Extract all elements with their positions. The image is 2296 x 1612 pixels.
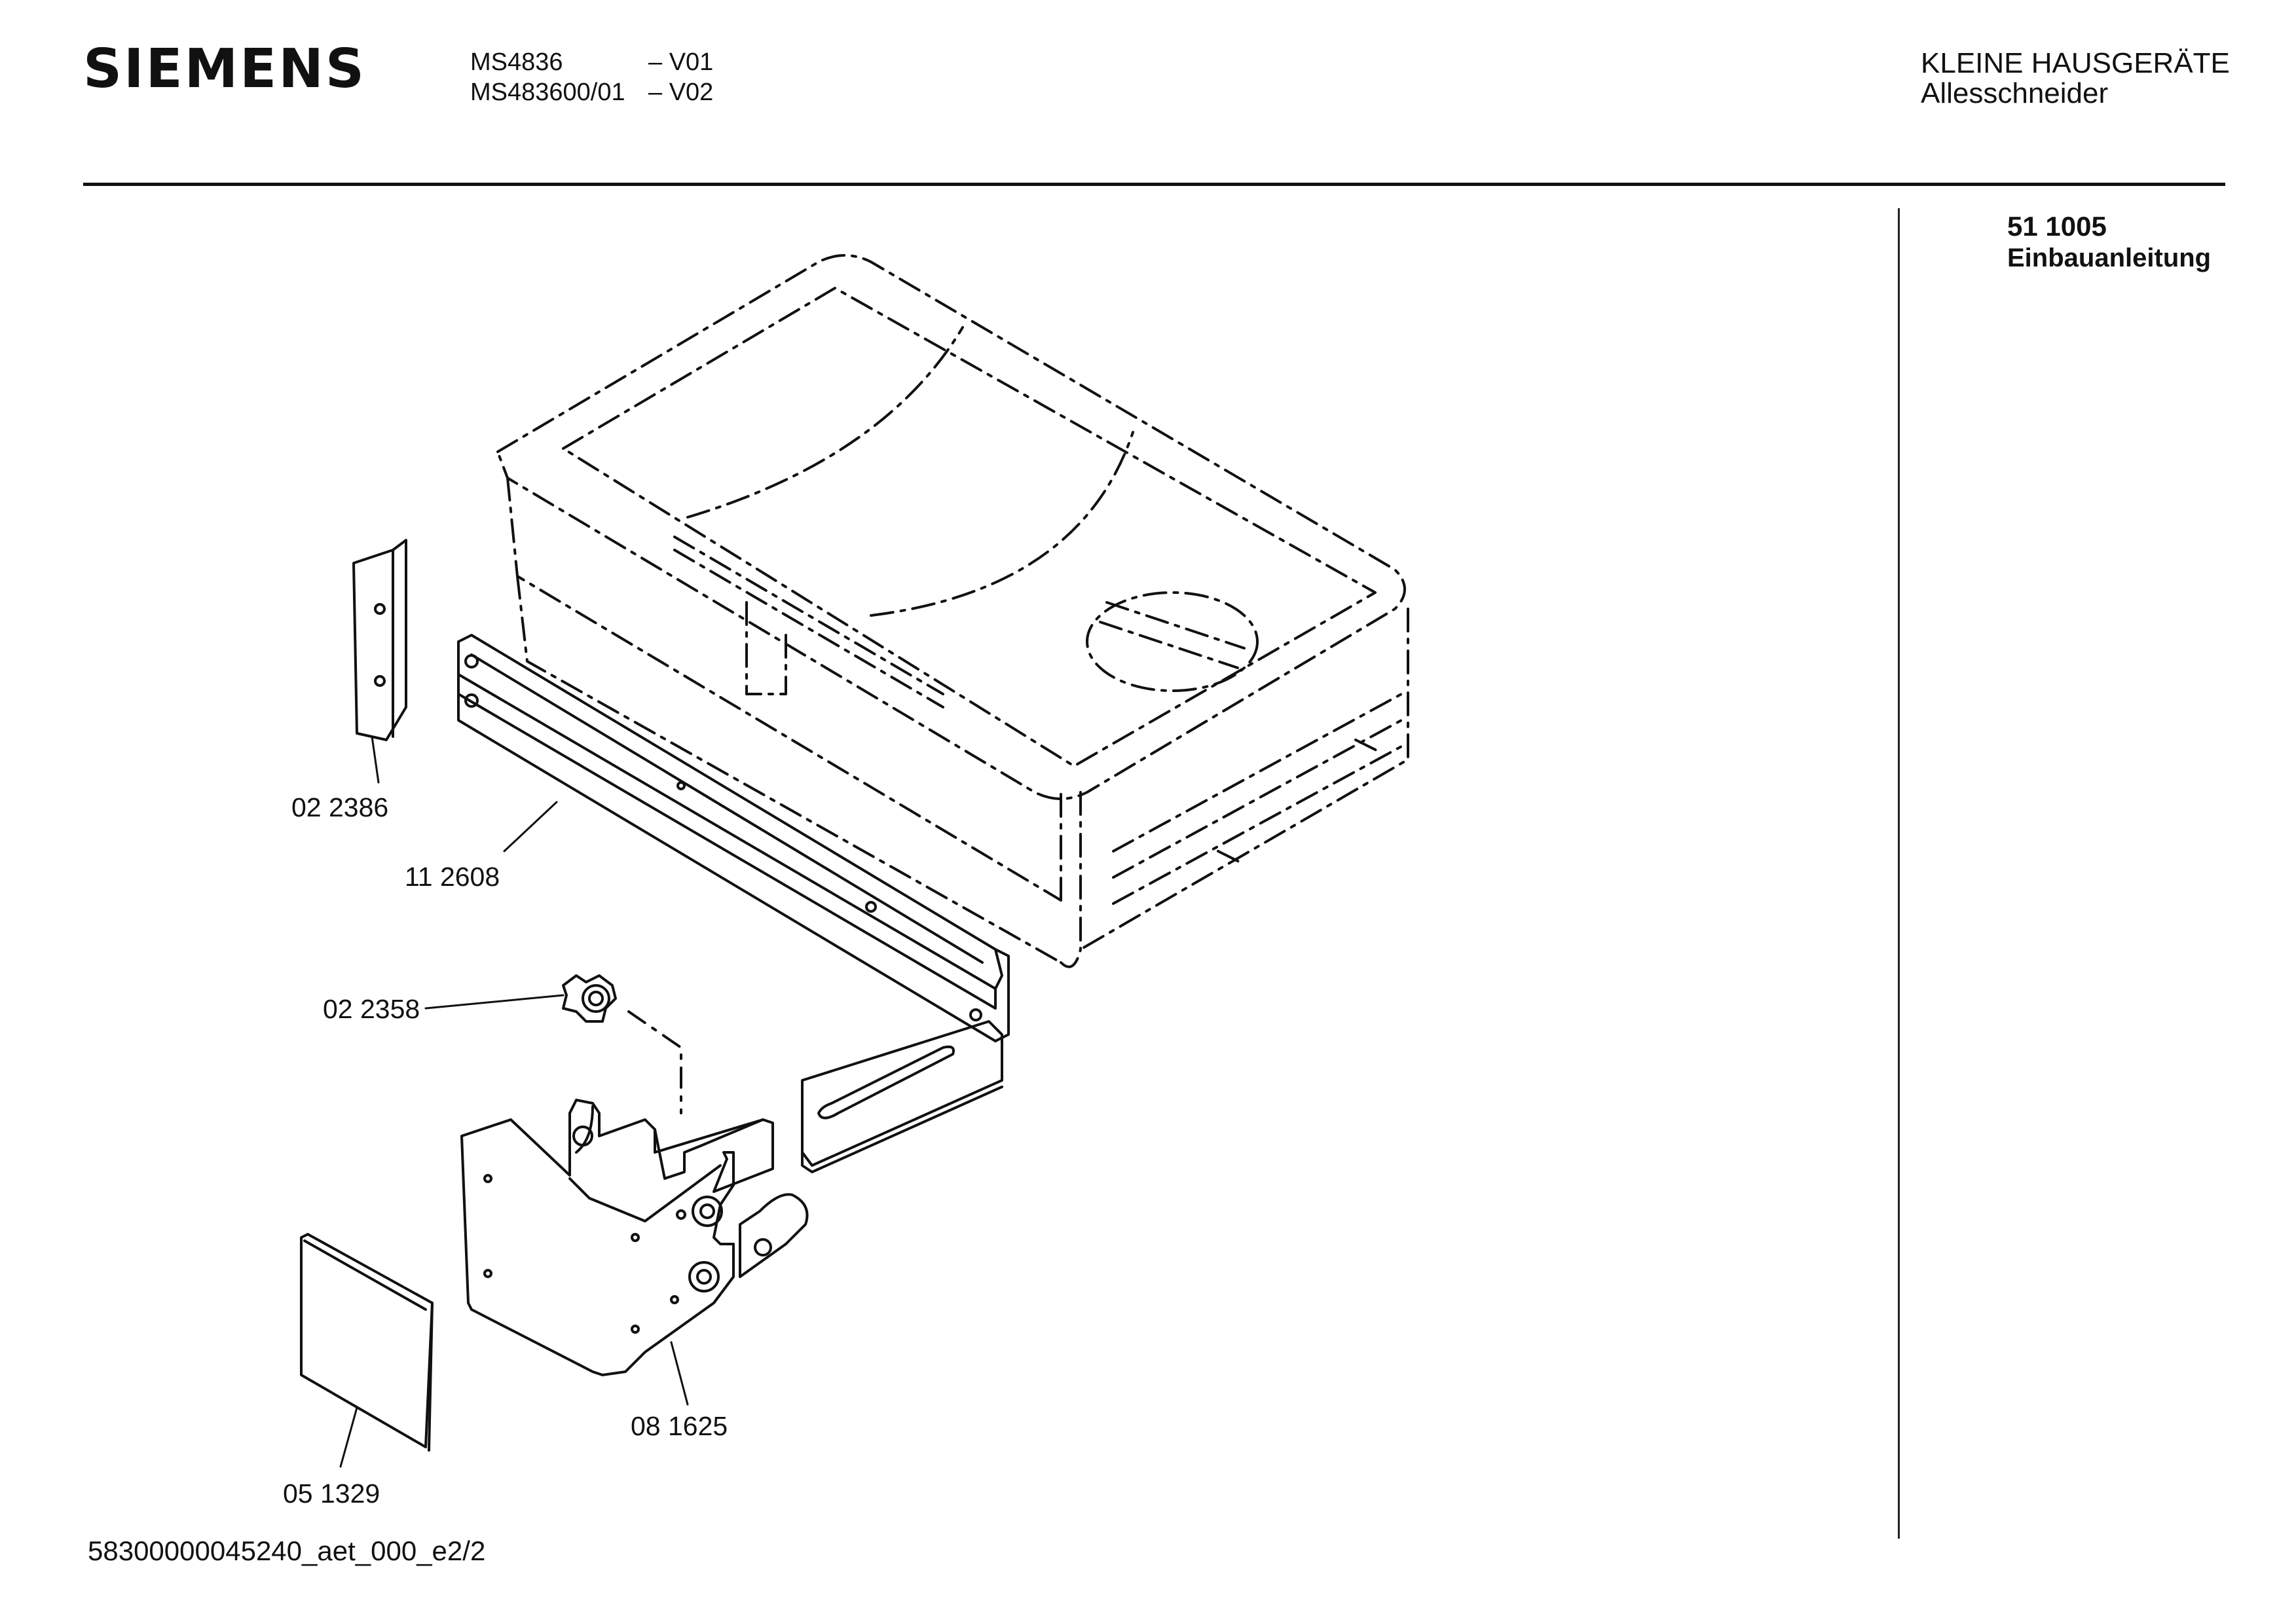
part-knob-022358	[562, 974, 682, 1114]
product-name: Allesschneider	[1921, 77, 2109, 109]
sheet-title: Einbauanleitung	[2007, 244, 2212, 272]
part-label-051329: 05 1329	[283, 1478, 380, 1509]
part-label-081625: 08 1625	[631, 1411, 728, 1441]
part-leaflet-051329	[300, 1233, 434, 1452]
model-version-2: – V02	[648, 79, 714, 106]
document-id: 58300000045240_aet_000_e2/2	[88, 1535, 486, 1566]
part-mount-081625	[460, 1099, 809, 1376]
brand-logo: SIEMENS	[83, 38, 366, 100]
sheet-number: 51 1005	[2007, 211, 2107, 242]
header-divider	[83, 183, 2225, 186]
housing-outline	[496, 254, 1409, 968]
model-version-1: – V01	[648, 48, 714, 76]
model-number-1: MS4836	[470, 48, 563, 76]
product-category: KLEINE HAUSGERÄTE	[1921, 47, 2230, 79]
model-number-2: MS483600/01	[470, 79, 625, 106]
part-label-022358: 02 2358	[323, 994, 420, 1024]
part-rail-112608	[457, 634, 1010, 1173]
part-label-022386: 02 2386	[291, 792, 389, 822]
part-label-112608: 11 2608	[405, 862, 500, 892]
leader-lines	[339, 735, 689, 1468]
sidebar-divider	[1898, 208, 1900, 1539]
part-bracket-022386	[352, 539, 407, 741]
